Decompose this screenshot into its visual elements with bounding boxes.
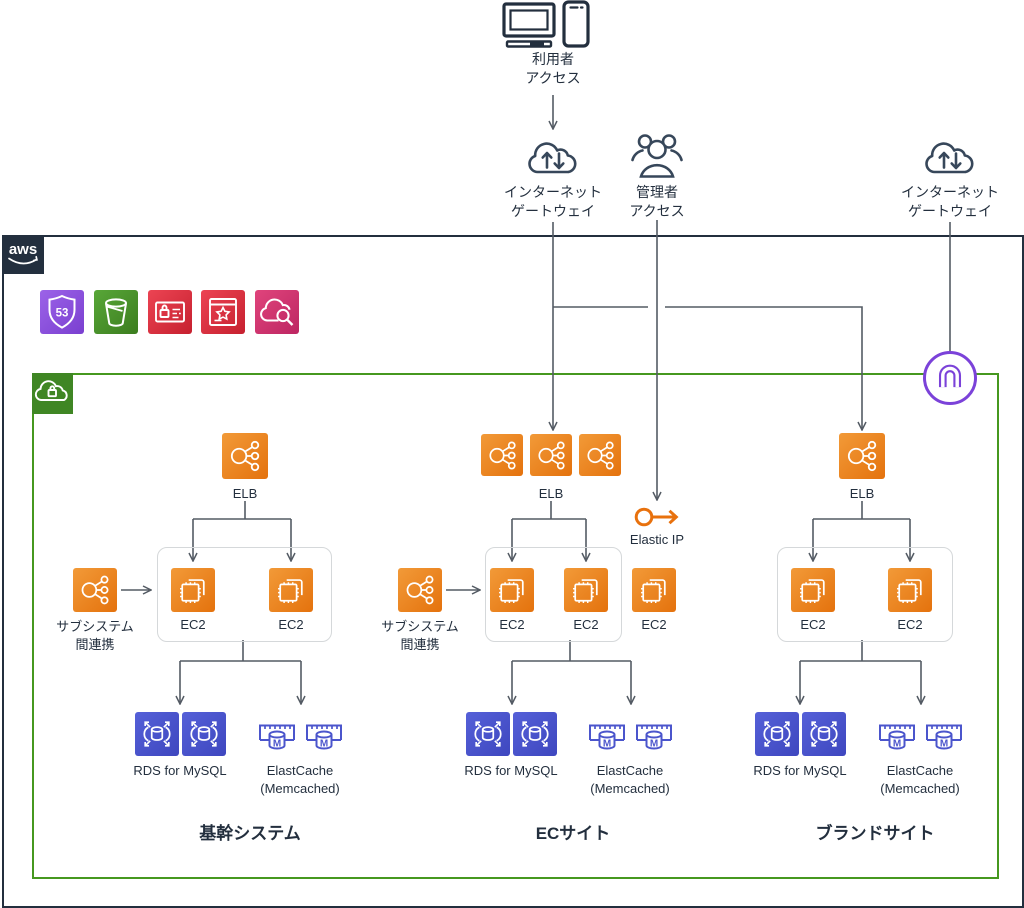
waf-icon bbox=[201, 290, 245, 334]
rds-mysql-icon bbox=[802, 712, 846, 756]
subsystem-label: サブシステム 間連携 bbox=[381, 619, 459, 652]
elasticache-icon bbox=[302, 713, 346, 757]
rds-mysql-icon bbox=[755, 712, 799, 756]
column-title: ECサイト bbox=[535, 824, 611, 843]
rds-label: RDS for MySQL bbox=[133, 763, 227, 778]
vpc-gateway-attachment-icon bbox=[923, 351, 977, 405]
ec2-group-box bbox=[485, 547, 622, 642]
rds-mysql-icon bbox=[466, 712, 510, 756]
ec2-label: EC2 bbox=[641, 617, 667, 632]
s3-bucket-icon bbox=[94, 290, 138, 334]
internet-gateway-label: インターネット ゲートウェイ bbox=[901, 184, 999, 219]
subsystem-elb-icon bbox=[73, 568, 117, 612]
elb-label: ELB bbox=[538, 486, 564, 501]
elb-icon bbox=[530, 434, 572, 476]
elasticache-icon bbox=[585, 713, 629, 757]
column-title: ブランドサイト bbox=[815, 824, 935, 843]
ec2-icon bbox=[171, 568, 215, 612]
ec2-label: EC2 bbox=[573, 617, 599, 632]
ec2-label: EC2 bbox=[800, 617, 826, 632]
elasticache-label: ElastCache (Memcached) bbox=[260, 763, 340, 796]
elb-label: ELB bbox=[232, 486, 258, 501]
ec2-group-box bbox=[157, 547, 332, 642]
cloudsearch-icon bbox=[255, 290, 299, 334]
ec2-label: EC2 bbox=[897, 617, 923, 632]
elastic-ip-label: Elastic IP bbox=[629, 532, 685, 547]
aws-logo: aws bbox=[2, 235, 44, 274]
admin-access-label: 管理者 アクセス bbox=[629, 184, 685, 219]
internet-gateway-label: インターネット ゲートウェイ bbox=[504, 184, 602, 219]
desktop-icon bbox=[502, 2, 556, 48]
admin-users-icon bbox=[629, 131, 685, 179]
rds-mysql-icon bbox=[135, 712, 179, 756]
ec2-icon bbox=[269, 568, 313, 612]
ec2-label: EC2 bbox=[499, 617, 525, 632]
certificate-manager-icon bbox=[148, 290, 192, 334]
elasticache-icon bbox=[255, 713, 299, 757]
column-title: 基幹システム bbox=[199, 824, 301, 843]
elastic-ip-icon bbox=[633, 503, 683, 531]
svg-text:aws: aws bbox=[9, 241, 37, 258]
elb-icon bbox=[579, 434, 621, 476]
ec2-icon bbox=[490, 568, 534, 612]
elb-icon bbox=[481, 434, 523, 476]
vpc-cloud-lock-icon bbox=[32, 373, 73, 414]
elasticache-label: ElastCache (Memcached) bbox=[880, 763, 960, 796]
elasticache-icon bbox=[875, 713, 919, 757]
elasticache-label: ElastCache (Memcached) bbox=[590, 763, 670, 796]
subsystem-elb-icon bbox=[398, 568, 442, 612]
user-access-label: 利用者 アクセス bbox=[525, 51, 581, 86]
elb-icon bbox=[839, 433, 885, 479]
ec2-icon bbox=[564, 568, 608, 612]
ec2-label: EC2 bbox=[180, 617, 206, 632]
mobile-phone-icon bbox=[562, 0, 590, 48]
ec2-icon bbox=[888, 568, 932, 612]
vpc-boundary bbox=[32, 373, 999, 879]
aws-cloud-boundary bbox=[2, 235, 1024, 908]
route53-icon bbox=[40, 290, 84, 334]
elasticache-icon bbox=[922, 713, 966, 757]
ec2-icon bbox=[632, 568, 676, 612]
elb-label: ELB bbox=[849, 486, 875, 501]
ec2-label: EC2 bbox=[278, 617, 304, 632]
elasticache-icon bbox=[632, 713, 676, 757]
rds-label: RDS for MySQL bbox=[753, 763, 847, 778]
ec2-icon bbox=[791, 568, 835, 612]
internet-gateway-icon bbox=[920, 136, 980, 182]
elb-icon bbox=[222, 433, 268, 479]
rds-mysql-icon bbox=[513, 712, 557, 756]
subsystem-label: サブシステム 間連携 bbox=[56, 619, 134, 652]
rds-label: RDS for MySQL bbox=[464, 763, 558, 778]
rds-mysql-icon bbox=[182, 712, 226, 756]
ec2-group-box bbox=[777, 547, 953, 642]
internet-gateway-icon bbox=[523, 136, 583, 182]
